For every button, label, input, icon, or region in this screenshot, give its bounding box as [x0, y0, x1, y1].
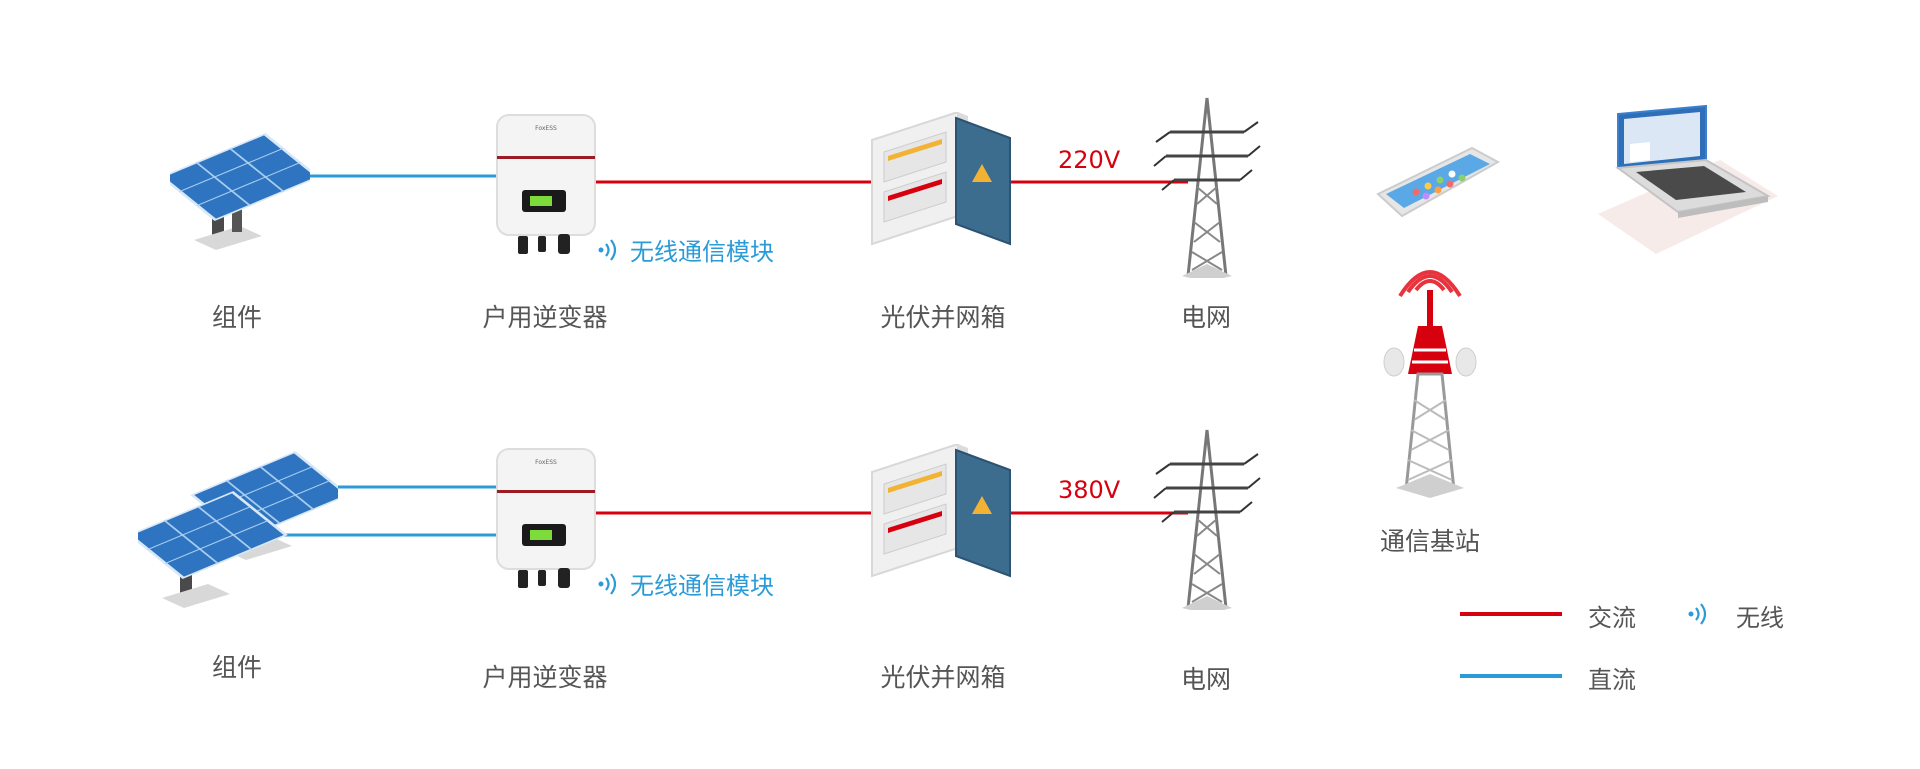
row2-grid-label: 电网 [1180, 665, 1232, 694]
solar-panel-icon [170, 133, 310, 250]
power-tower-icon [1153, 97, 1261, 278]
wifi-signal-icon [1688, 603, 1707, 625]
legend-dc-line [1460, 674, 1562, 678]
laptop-icon [1598, 104, 1778, 254]
legend-wireless-label: 无线 [1736, 604, 1784, 632]
legend-dc-label: 直流 [1588, 666, 1636, 694]
base-station-label: 通信基站 [1379, 527, 1481, 556]
row2-inverter-label: 户用逆变器 [482, 663, 608, 692]
row2-wireless-module-label: 无线通信模块 [630, 572, 774, 600]
legend-ac-line [1460, 612, 1562, 616]
grid-box-icon [871, 444, 1011, 578]
wifi-signal-icon [598, 572, 617, 595]
row1-wireless-module: 无线通信模块 [598, 232, 774, 267]
grid-box-icon [871, 112, 1011, 246]
row2-wireless-module: 无线通信模块 [598, 566, 774, 601]
row2-grid-box-label: 光伏并网箱 [880, 663, 1006, 692]
row1-wireless-module-label: 无线通信模块 [630, 238, 774, 266]
row1-grid-label: 电网 [1180, 303, 1232, 332]
smartphone-icon [1376, 146, 1501, 218]
inverter-icon: FoxESS [496, 448, 596, 588]
row1-grid-box-label: 光伏并网箱 [880, 303, 1006, 332]
wifi-signal-icon [598, 238, 617, 261]
base-station-icon [1383, 270, 1477, 498]
power-tower-icon [1153, 429, 1261, 610]
row1-inverter-label: 户用逆变器 [482, 303, 608, 332]
inverter-icon: FoxESS [496, 114, 596, 254]
svg-text:FoxESS: FoxESS [535, 459, 557, 466]
row1-voltage: 220V [1058, 146, 1121, 174]
solar-panel-icon [138, 451, 338, 608]
legend-ac-label: 交流 [1588, 604, 1636, 632]
svg-text:FoxESS: FoxESS [535, 125, 557, 132]
row2-module-label: 组件 [211, 653, 263, 682]
row2-voltage: 380V [1058, 476, 1121, 504]
row1-module-label: 组件 [211, 303, 263, 332]
